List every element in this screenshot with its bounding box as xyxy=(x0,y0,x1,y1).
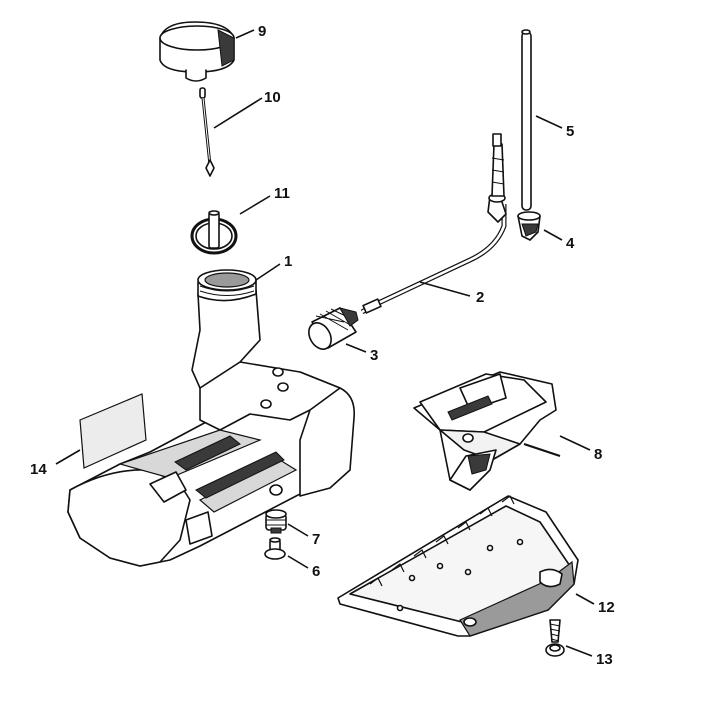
leader-1 xyxy=(255,263,281,281)
part-8-bracket xyxy=(413,371,561,491)
leader-5 xyxy=(535,115,563,129)
leader-13 xyxy=(565,645,593,657)
leader-7 xyxy=(287,523,309,537)
part-4-valve xyxy=(517,211,541,241)
leader-10 xyxy=(213,97,263,129)
part-5-vent-tube xyxy=(521,29,532,211)
callout-1: 1 xyxy=(284,253,292,270)
leader-6 xyxy=(287,555,309,569)
callout-6: 6 xyxy=(312,563,320,580)
leader-4 xyxy=(543,229,563,241)
callout-8: 8 xyxy=(594,446,602,463)
callout-7: 7 xyxy=(312,531,320,548)
leader-14 xyxy=(55,449,81,465)
part-6-plug xyxy=(264,537,286,560)
leader-2 xyxy=(419,281,471,297)
callout-14: 14 xyxy=(30,461,47,478)
callout-9: 9 xyxy=(258,23,266,40)
leader-8 xyxy=(559,435,591,451)
part-7-grommet xyxy=(265,509,287,534)
part-1-fuel-tank xyxy=(67,269,356,567)
leader-lines xyxy=(55,29,595,657)
callout-3: 3 xyxy=(370,347,378,364)
part-13-screw xyxy=(545,619,565,657)
leader-3 xyxy=(345,343,367,353)
leader-9 xyxy=(235,29,255,39)
part-3-fuel-filter xyxy=(308,307,359,350)
callout-5: 5 xyxy=(566,123,574,140)
callout-4: 4 xyxy=(566,235,575,252)
callout-numbers: 9 10 11 1 2 3 5 4 8 14 7 6 12 13 xyxy=(30,23,615,668)
part-10-retaining-cord xyxy=(199,87,215,177)
callout-12: 12 xyxy=(598,599,615,616)
part-14-decal xyxy=(79,393,147,469)
callout-2: 2 xyxy=(476,289,484,306)
leader-12 xyxy=(575,593,595,605)
part-11-retainer xyxy=(190,210,238,255)
callout-13: 13 xyxy=(596,651,613,668)
part-9-fuel-cap xyxy=(159,21,235,82)
part-12-base-plate xyxy=(337,495,579,637)
callout-10: 10 xyxy=(264,89,281,106)
part-2-fuel-hose xyxy=(360,133,507,315)
leader-11 xyxy=(239,195,271,215)
callout-11: 11 xyxy=(274,185,290,202)
